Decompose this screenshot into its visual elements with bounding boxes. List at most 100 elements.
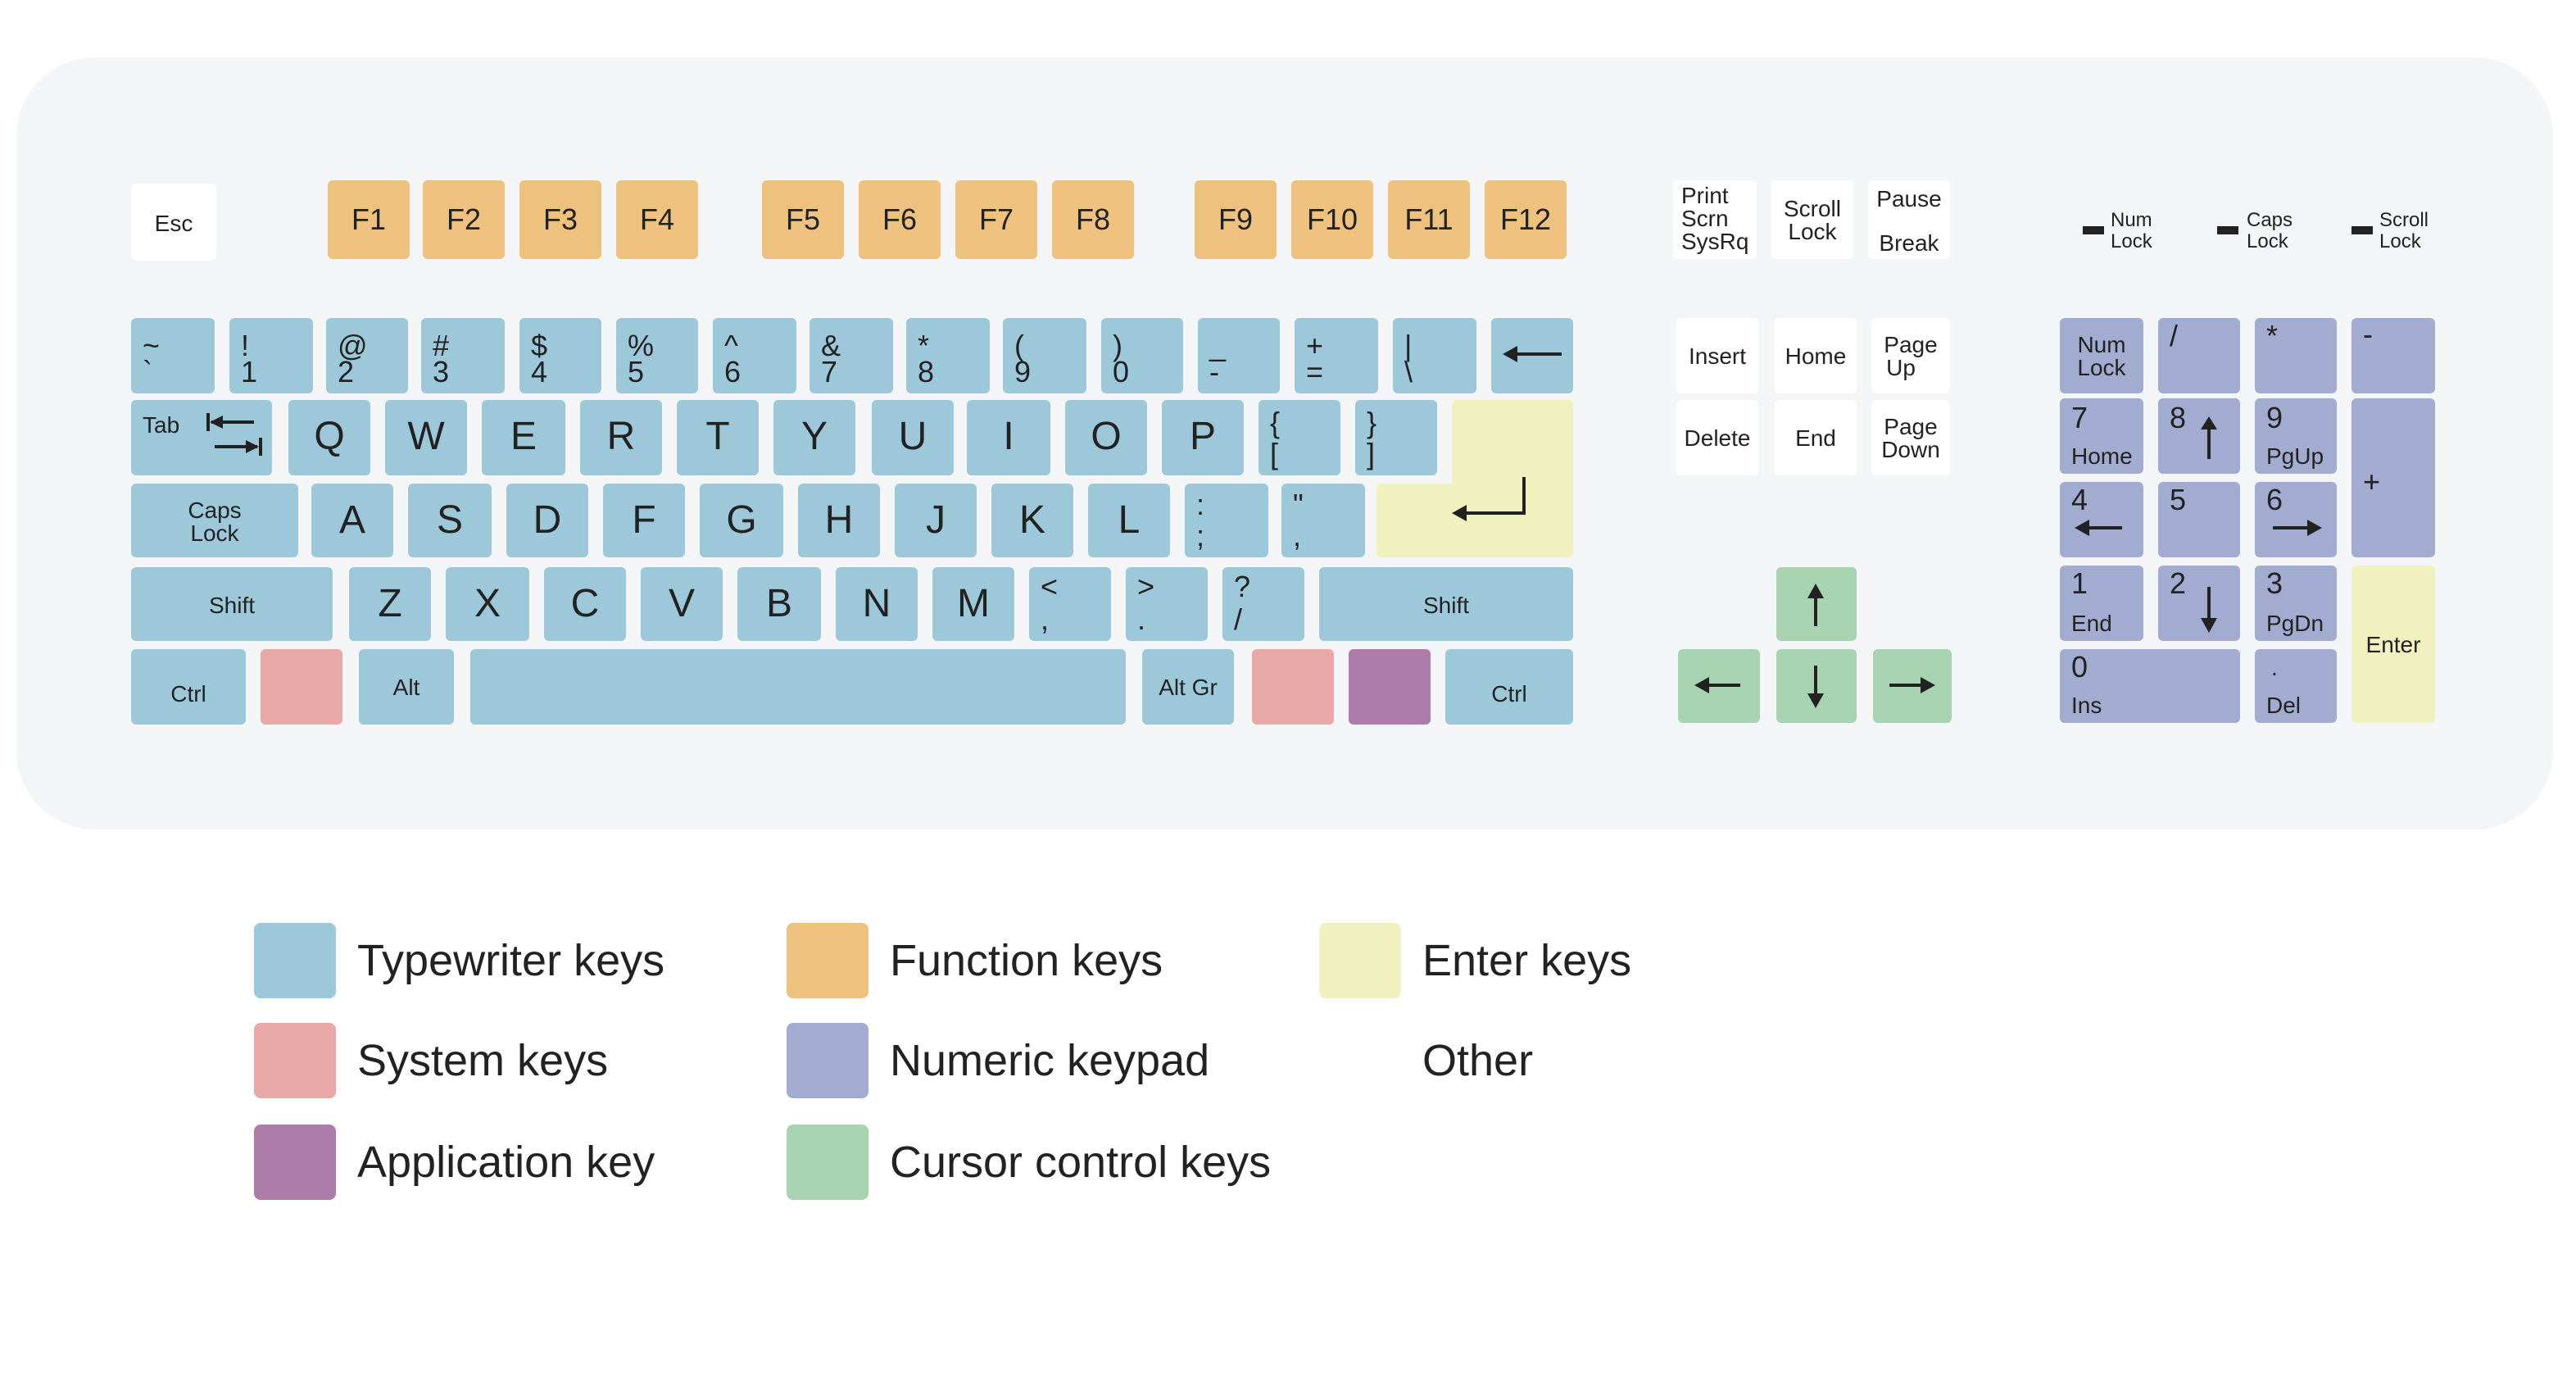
key-numpad-plus: + <box>2352 398 2435 557</box>
key-label: Pause <box>1876 185 1942 211</box>
key-v: V <box>641 567 723 641</box>
indicator-label-line: Scroll <box>2379 208 2429 231</box>
key-label-line: Num <box>2077 331 2126 357</box>
key-shift-label: } <box>1367 407 1377 439</box>
key-nav-label: PgDn <box>2266 610 2324 636</box>
key-label: Alt <box>392 674 420 700</box>
legend-swatch-cursor <box>787 1125 868 1200</box>
key-ctrl-left: Ctrl <box>131 649 246 725</box>
key-f7: F7 <box>955 180 1037 259</box>
key-numpad-2: 2 <box>2158 566 2240 641</box>
key-f9: F9 <box>1195 180 1277 259</box>
key-label: Z <box>378 581 402 625</box>
key-numpad-enter: Enter <box>2352 566 2435 723</box>
key-label: Print Scrn SysRq <box>1681 184 1748 252</box>
key-label: 1 <box>2071 567 2088 600</box>
key-label-line: Print <box>1681 182 1729 208</box>
key-m: M <box>932 567 1014 641</box>
key-d: D <box>506 484 588 557</box>
key-3: #3 <box>421 318 505 393</box>
key-nav-label: Del <box>2266 692 2302 718</box>
key-backspace <box>1491 318 1573 393</box>
key-label: T <box>705 415 730 459</box>
key-nav-label: End <box>2071 610 2112 636</box>
key-1: !1 <box>229 318 313 393</box>
key-o: O <box>1065 400 1147 475</box>
key-shift-label: ! <box>241 329 250 362</box>
key-label: L <box>1118 498 1141 542</box>
key-label-line: Up <box>1886 354 1916 380</box>
key-shift-label: _ <box>1209 329 1227 362</box>
key-label: Ctrl <box>1491 679 1527 707</box>
key-7: &7 <box>810 318 893 393</box>
key-tab: Tab <box>131 400 272 475</box>
key-t: T <box>677 400 759 475</box>
key-label: Break <box>1879 229 1939 256</box>
key-label: Shift <box>1422 591 1469 617</box>
key-l: L <box>1088 484 1170 557</box>
key-bracket-right: }] <box>1355 400 1437 475</box>
key-label: M <box>957 581 990 625</box>
key-pause: Pause Break <box>1868 180 1950 259</box>
key-f5: F5 <box>762 180 844 259</box>
key-f2: F2 <box>423 180 505 259</box>
key-f4: F4 <box>616 180 698 259</box>
key-w: W <box>385 400 467 475</box>
key-label: W <box>407 415 445 459</box>
key-label-line: SysRq <box>1681 228 1749 254</box>
indicator-label-line: Lock <box>2379 229 2421 253</box>
key-f: F <box>603 484 685 557</box>
key-label: ; <box>1196 520 1205 552</box>
key-numpad-4: 4 <box>2060 482 2143 557</box>
key-label: - <box>1209 356 1219 389</box>
legend-swatch-other <box>1319 1023 1401 1098</box>
key-label: = <box>1306 356 1324 389</box>
key-f8: F8 <box>1052 180 1134 259</box>
key-label: C <box>570 581 600 625</box>
key-label: F9 <box>1218 203 1253 236</box>
key-label: F7 <box>978 203 1014 236</box>
key-label: F3 <box>542 203 578 236</box>
key-label: D <box>533 498 562 542</box>
key-label: J <box>926 498 946 542</box>
key-s: S <box>408 484 492 557</box>
key-quote: ", <box>1281 484 1365 557</box>
key-arrow-right <box>1873 649 1952 723</box>
arrow-up-icon <box>2201 416 2217 459</box>
key-label: ` <box>143 356 152 389</box>
key-label: 1 <box>241 356 258 389</box>
key-label-line: Lock <box>2077 354 2126 380</box>
key-label: Ctrl <box>170 679 206 707</box>
key-label: G <box>726 498 757 542</box>
key-label: Esc <box>154 209 193 235</box>
key-f3: F3 <box>519 180 601 259</box>
key-label: 7 <box>821 356 838 389</box>
key-label: . <box>2271 654 2278 680</box>
key-label: 6 <box>724 356 742 389</box>
key-shift-label: | <box>1404 329 1413 362</box>
num-lock-led <box>2083 226 2104 234</box>
key-delete: Delete <box>1676 400 1758 475</box>
legend-label-other: Other <box>1422 1036 1534 1085</box>
key-q: Q <box>288 400 370 475</box>
key-shift-label: * <box>918 329 930 362</box>
legend-label-numeric: Numeric keypad <box>890 1036 1210 1085</box>
key-u: U <box>872 400 954 475</box>
key-label: F12 <box>1499 203 1552 236</box>
caps-lock-led <box>2217 226 2238 234</box>
legend-swatch-application <box>254 1125 336 1200</box>
key-label: 8 <box>918 356 935 389</box>
key-shift-label: : <box>1196 488 1205 521</box>
key-label-line: Lock <box>1788 218 1837 244</box>
key-numpad-minus: - <box>2352 318 2435 393</box>
key-label-line: Page <box>1884 331 1938 357</box>
key-label: R <box>606 415 636 459</box>
key-tilde: ~` <box>131 318 215 393</box>
